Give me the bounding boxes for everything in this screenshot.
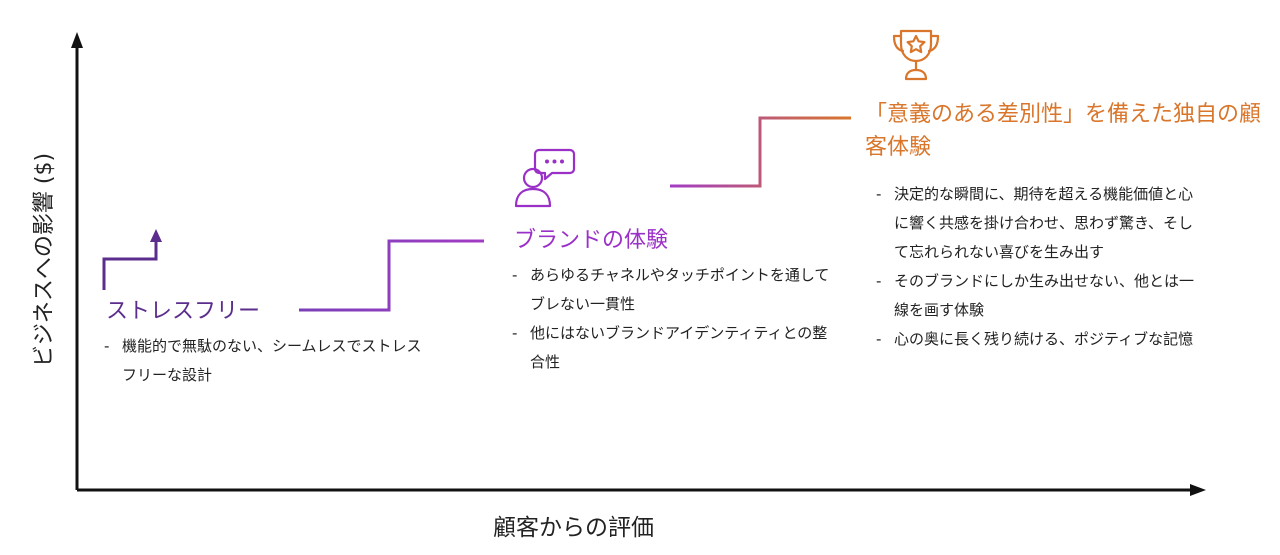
- stage-3-bullets: 決定的な瞬間に、期待を超える機能価値と心に響く共感を掛け合わせ、思わず驚き、そし…: [876, 180, 1206, 354]
- stage-2-bullets: あらゆるチャネルやタッチポイントを通してブレない一貫性 他にはないブランドアイデ…: [512, 261, 842, 377]
- stage-2-bullet: 他にはないブランドアイデンティティとの整合性: [512, 319, 842, 377]
- stage-3-title: 「意義のある差別性」を備えた独自の顧客体験: [865, 102, 1262, 160]
- stage-3-bullet: 決定的な瞬間に、期待を超える機能価値と心に響く共感を掛け合わせ、思わず驚き、そし…: [876, 180, 1206, 267]
- person-chat-icon: [514, 148, 576, 208]
- x-axis: [77, 484, 1206, 496]
- stage-2-title: ブランドの体験: [514, 228, 669, 253]
- step-3-line: [670, 116, 851, 188]
- stage-2-bullet: あらゆるチャネルやタッチポイントを通してブレない一貫性: [512, 261, 842, 319]
- stage-1-bullets: 機能的で無駄のない、シームレスでストレスフリーな設計: [104, 332, 434, 390]
- x-axis-label: 顧客からの評価: [493, 515, 654, 541]
- step-1-line: [102, 229, 162, 290]
- y-axis-label: ビジネスへの影響 ($): [32, 152, 57, 368]
- stage-3-bullet: そのブランドにしか生み出せない、他とは一線を画す体験: [876, 267, 1206, 325]
- stage-1-title: ストレスフリー: [106, 299, 261, 324]
- stage-3-bullet: 心の奥に長く残り続ける、ポジティブな記憶: [876, 325, 1206, 354]
- y-axis: [71, 32, 83, 490]
- step-2-line: [299, 239, 484, 312]
- trophy-star-icon: [892, 29, 940, 81]
- stage-1-bullet: 機能的で無駄のない、シームレスでストレスフリーな設計: [104, 332, 434, 390]
